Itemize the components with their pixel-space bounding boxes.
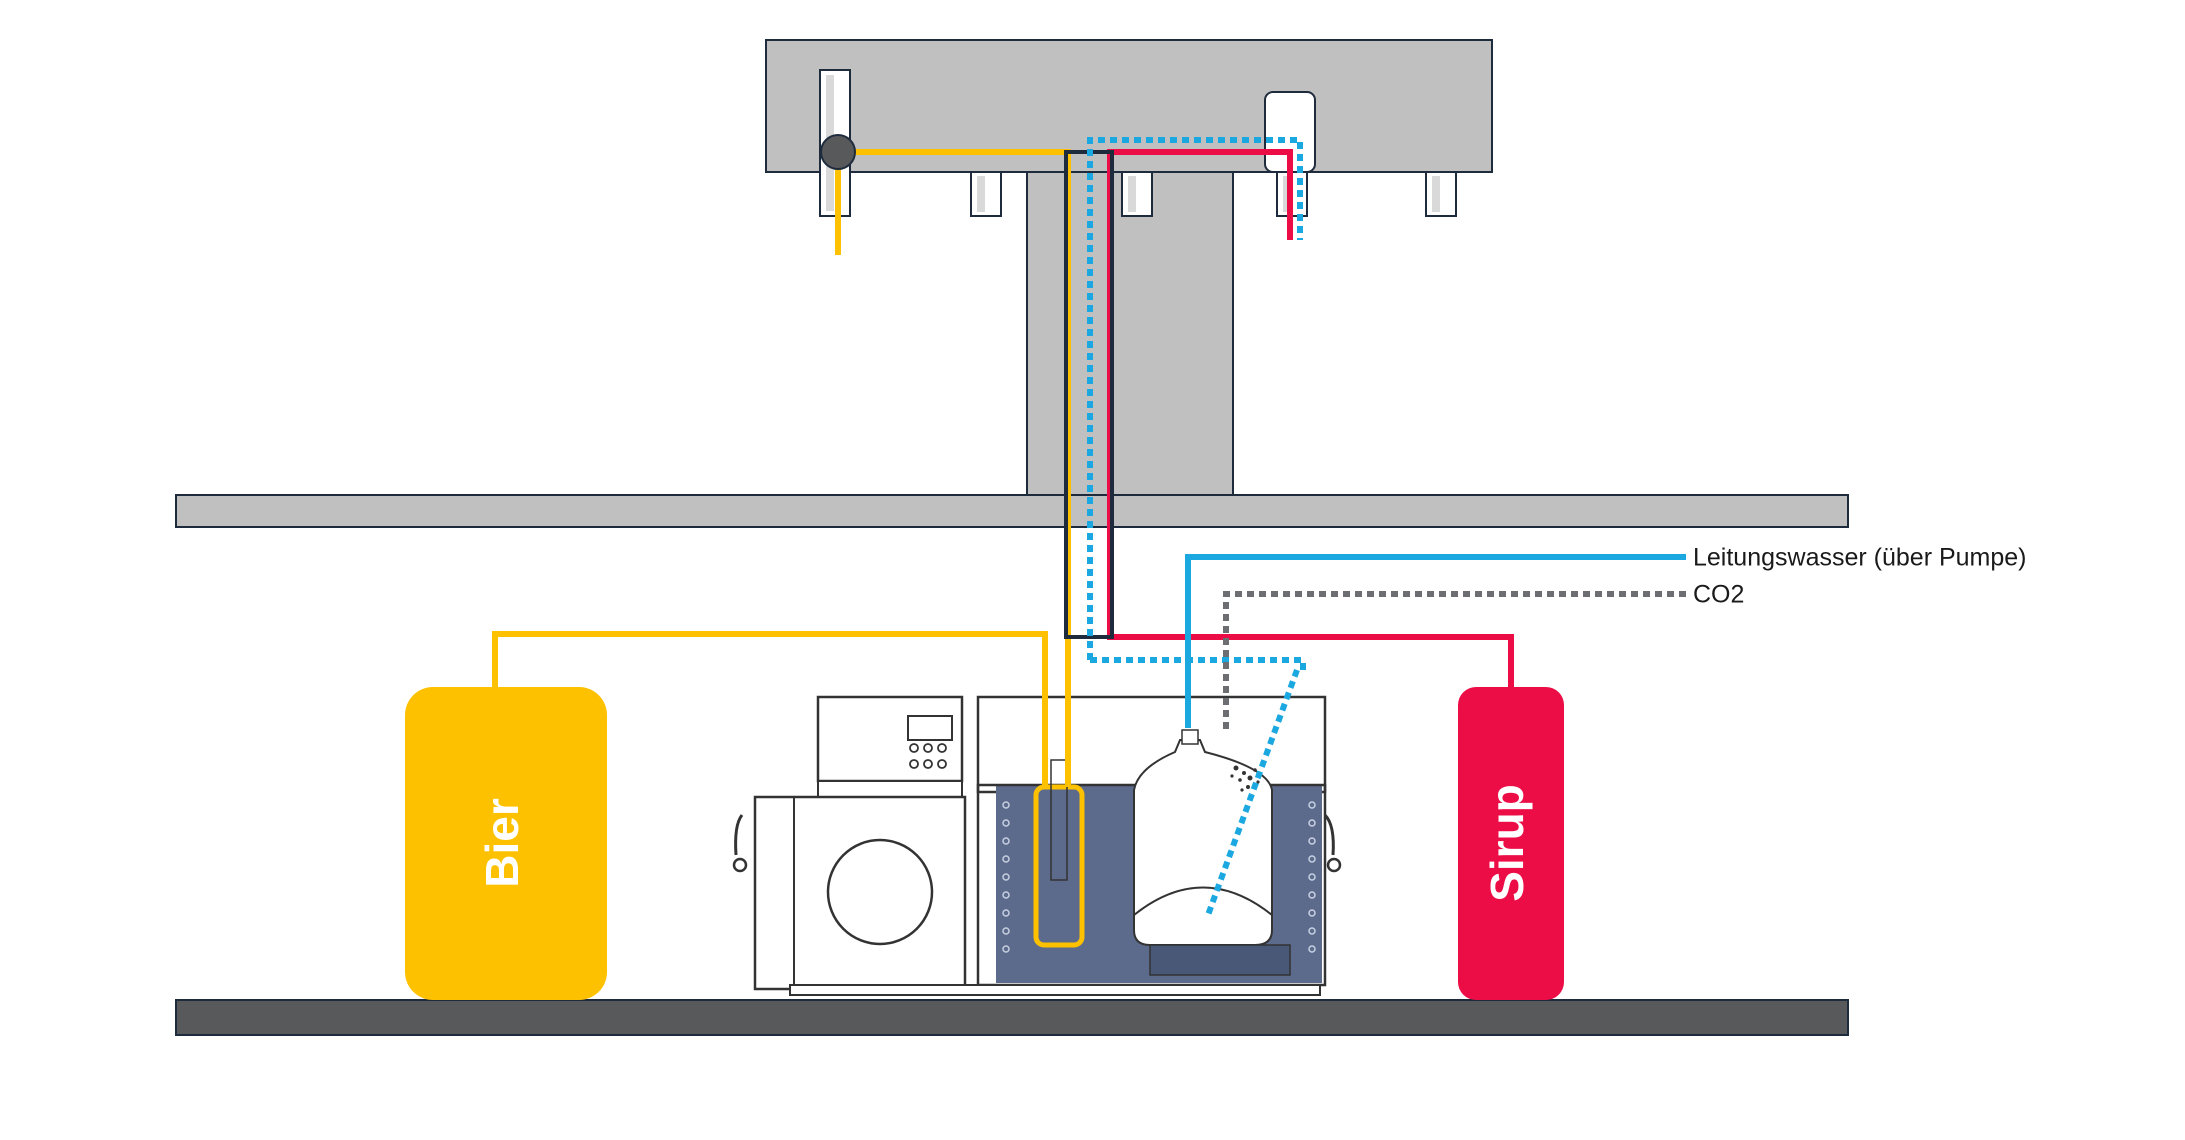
- syrup-tank: Sirup: [1458, 687, 1564, 1000]
- beer-coil: [1033, 759, 1085, 948]
- beer-tank-label: Bier: [476, 798, 528, 888]
- beer-line: [492, 631, 1048, 787]
- tap-handle-icon: [1121, 171, 1153, 217]
- co2-line: [1223, 591, 1686, 730]
- pump-head-icon: [820, 134, 856, 170]
- carbonated-water-dip-tube: [1205, 668, 1300, 917]
- control-box-icon: [816, 695, 964, 798]
- counter-plate: [175, 494, 1849, 528]
- beer-tank: Bier: [405, 687, 607, 1000]
- tap-handle-icon: [970, 171, 1002, 217]
- tap-water-line: [1185, 554, 1686, 728]
- fan-icon: [826, 838, 934, 946]
- co2-label: CO2: [1693, 581, 1744, 609]
- syrup-tank-label: Sirup: [1481, 784, 1533, 902]
- tank-wall-rivets: [1002, 801, 1316, 953]
- carbonated-water-riser: [1087, 137, 1303, 660]
- floor-plate: [175, 999, 1849, 1036]
- tap-water-label: Leitungswasser (über Pumpe): [1693, 544, 2027, 572]
- tap-handle-icon: [1425, 171, 1457, 217]
- carbonated-water-line: [1090, 657, 1306, 670]
- tower-column: [1026, 164, 1234, 496]
- cooler-unit: [732, 695, 1342, 996]
- carbonator-vessel: [1133, 729, 1291, 976]
